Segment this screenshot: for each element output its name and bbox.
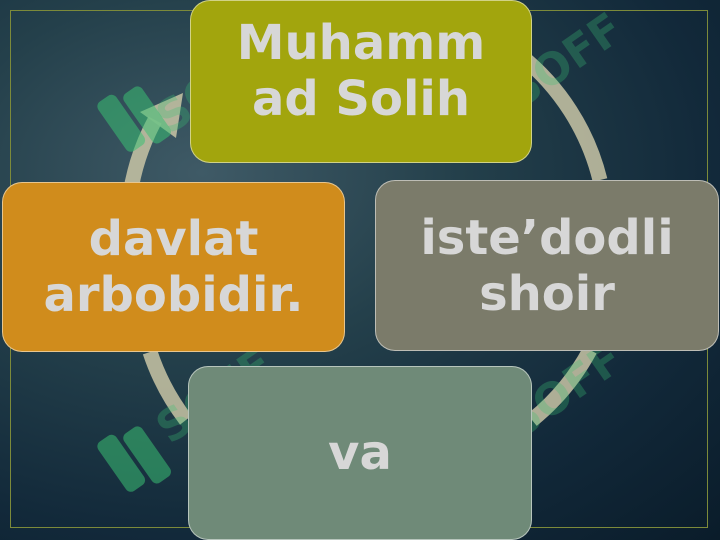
node-right-label: iste’dodli shoir [420, 209, 674, 322]
node-top: Muhamm ad Solih [190, 0, 532, 163]
cycle-arc-segment [527, 346, 597, 426]
cycle-arc-segment [142, 349, 193, 425]
cycle-arc-segment [515, 49, 608, 182]
cycle-arrowhead [140, 93, 183, 138]
node-bottom: va [188, 366, 532, 540]
node-bottom-label: va [328, 425, 392, 481]
node-top-label: Muhamm ad Solih [236, 15, 486, 127]
node-right: iste’dodli shoir [375, 180, 719, 351]
node-left: davlat arbobidir. [2, 182, 345, 352]
node-left-label: davlat arbobidir. [43, 211, 304, 323]
